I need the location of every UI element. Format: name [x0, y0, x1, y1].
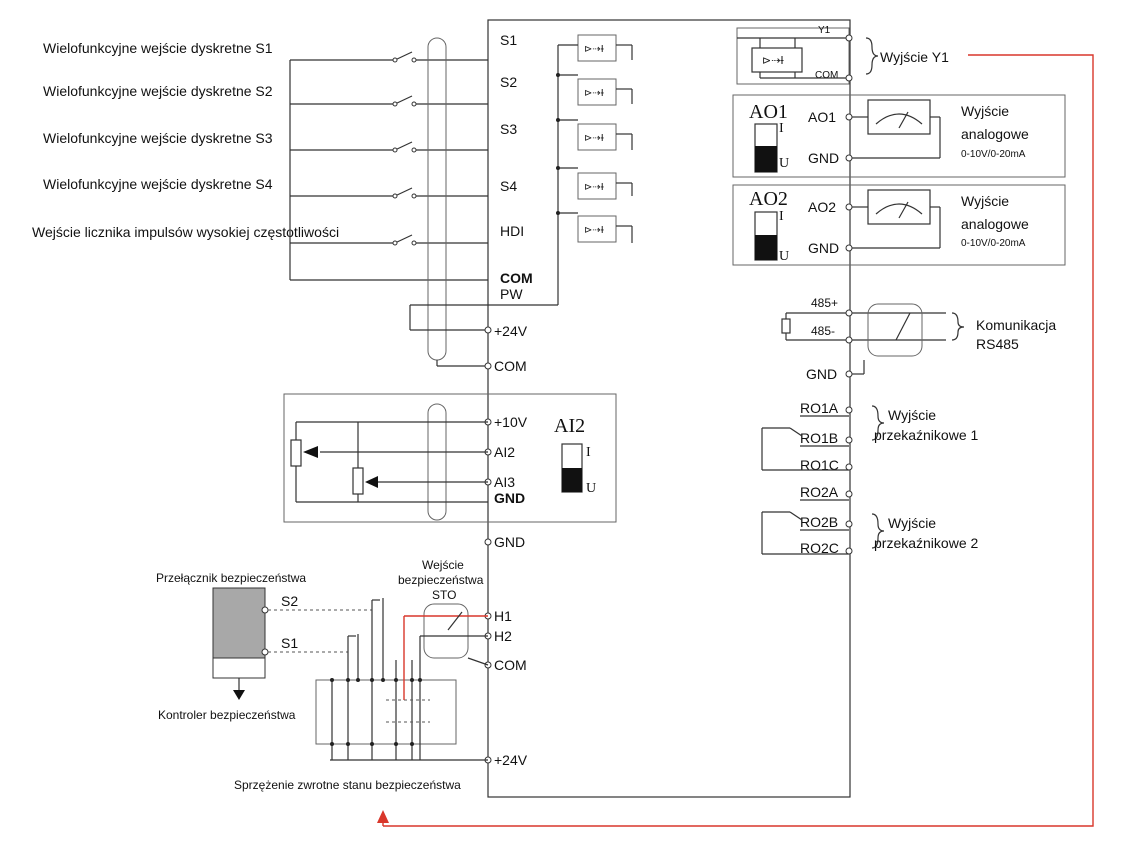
terminal-24v-bottom: +24V [494, 752, 528, 768]
safety-section: Przełącznik bezpieczeństwa S2 S1 Wejście… [156, 558, 489, 826]
safety-s1: S1 [281, 635, 298, 651]
ao2-switch-title: AO2 [749, 188, 788, 210]
ao1-meter [867, 99, 931, 135]
svg-text:⊳⇢Ɨ: ⊳⇢Ɨ [584, 88, 604, 99]
relay2-b: RO2B [800, 514, 838, 530]
rs485-label-line2: RS485 [976, 336, 1019, 352]
relay-output-2: RO2A RO2B RO2C Wyjście przekaźnikowe 2 [761, 484, 978, 556]
ao2-label-line2: analogowe [961, 216, 1029, 232]
relay2-label-line1: Wyjście [888, 515, 936, 531]
ao2-meter [867, 189, 931, 225]
ao2-output: AO2 I U AO2 GND Wyjście analogowe 0-10V/… [732, 184, 1066, 266]
safety-controller-label: Kontroler bezpieczeństwa [158, 708, 296, 722]
terminal-com-bold: COM [500, 270, 533, 286]
terminal-s3: S3 [500, 121, 517, 137]
ai2-switch-u: U [586, 481, 596, 496]
ao1-range: 0-10V/0-20mA [961, 149, 1026, 160]
ao2-terminal: AO2 [808, 199, 836, 215]
ao1-terminal: AO1 [808, 109, 836, 125]
feedback-line [383, 54, 1094, 827]
terminal-24v-top: +24V [494, 323, 528, 339]
svg-text:⊳⇢Ɨ: ⊳⇢Ɨ [584, 44, 604, 55]
shield-cable-top [427, 37, 447, 361]
terminal-gnd-mid: GND [494, 534, 525, 550]
terminal-pw: PW [500, 286, 523, 302]
ai2-switch: AI2 I U [554, 415, 596, 496]
y1-com: COM [815, 70, 838, 81]
terminal-gnd-bold: GND [494, 490, 525, 506]
ao2-switch-u: U [779, 249, 789, 264]
ao1-output: AO1 I U AO1 GND Wyjście analogowe 0-10V/… [732, 94, 1066, 178]
ao2-gnd: GND [808, 240, 839, 256]
safety-switch-label: Przełącznik bezpieczeństwa [156, 571, 306, 585]
sto-label-line3: STO [432, 588, 456, 602]
y1-output: Y1 COM ⊳⇢Ɨ Wyjście Y1 [736, 25, 949, 85]
terminal-s2: S2 [500, 74, 517, 90]
safety-feedback-label: Sprzężenie zwrotne stanu bezpieczeństwa [234, 778, 461, 792]
svg-text:⊳⇢Ɨ: ⊳⇢Ɨ [762, 54, 784, 67]
terminal-10v: +10V [494, 414, 528, 430]
inverter-body [487, 19, 851, 798]
relay-output-1: RO1A RO1B RO1C Wyjście przekaźnikowe 1 [761, 400, 978, 473]
rs485-minus: 485- [811, 324, 835, 338]
ai2-switch-title: AI2 [554, 415, 585, 437]
ao1-switch-u: U [779, 156, 789, 171]
terminal-s4: S4 [500, 178, 517, 194]
ao2-label-line1: Wyjście [961, 193, 1009, 209]
svg-text:⊳⇢Ɨ: ⊳⇢Ɨ [584, 225, 604, 236]
terminal-hdi: HDI [500, 223, 524, 239]
terminal-h2: H2 [494, 628, 512, 644]
sto-label-line2: bezpieczeństwa [398, 573, 484, 587]
safety-controller-box [315, 679, 457, 745]
terminal-com-safety: COM [494, 657, 527, 673]
rs485-gnd: GND [806, 366, 837, 382]
ao2-switch-i: I [779, 209, 784, 224]
terminal-s1: S1 [500, 32, 517, 48]
relay2-c: RO2C [800, 540, 839, 556]
ao1-label-line2: analogowe [961, 126, 1029, 142]
safety-s2: S2 [281, 593, 298, 609]
rs485-comm: 485+ 485- GND Komunikacja RS485 [781, 296, 1056, 382]
shield-cable-analog [427, 403, 447, 521]
terminal-ai3: AI3 [494, 474, 515, 490]
relay1-b: RO1B [800, 430, 838, 446]
relay1-label-line2: przekaźnikowe 1 [874, 427, 978, 443]
ai2-switch-i: I [586, 445, 591, 460]
inverter-terminals-left: S1 S2 S3 S4 HDI COM PW +24V COM +10V AI2… [494, 32, 533, 768]
relay2-label-line2: przekaźnikowe 2 [874, 535, 978, 551]
relay1-a: RO1A [800, 400, 839, 416]
input-s1-desc: Wielofunkcyjne wejście dyskretne S1 [43, 40, 273, 56]
rs485-plus: 485+ [811, 296, 838, 310]
analog-input-box [283, 393, 617, 523]
input-hdi-desc: Wejście licznika impulsów wysokiej częst… [32, 224, 339, 240]
terminal-h1: H1 [494, 608, 512, 624]
safety-switch-body [212, 587, 266, 659]
ao2-range: 0-10V/0-20mA [961, 238, 1026, 249]
svg-text:⊳⇢Ɨ: ⊳⇢Ɨ [584, 133, 604, 144]
rs485-label-line1: Komunikacja [976, 317, 1056, 333]
ao1-switch-i: I [779, 121, 784, 136]
relay1-c: RO1C [800, 457, 839, 473]
y1-label: Wyjście Y1 [880, 49, 949, 65]
digital-inputs: Wielofunkcyjne wejście dyskretne S1 Wiel… [32, 40, 488, 281]
terminal-ai2: AI2 [494, 444, 515, 460]
sto-label-line1: Wejście [422, 558, 464, 572]
input-s4-desc: Wielofunkcyjne wejście dyskretne S4 [43, 176, 273, 192]
input-s2-desc: Wielofunkcyjne wejście dyskretne S2 [43, 83, 273, 99]
terminal-com-top: COM [494, 358, 527, 374]
y1-terminal: Y1 [818, 25, 831, 36]
svg-text:⊳⇢Ɨ: ⊳⇢Ɨ [584, 182, 604, 193]
ao1-switch-title: AO1 [749, 101, 788, 123]
ao1-label-line1: Wyjście [961, 103, 1009, 119]
input-s3-desc: Wielofunkcyjne wejście dyskretne S3 [43, 130, 273, 146]
optocoupler-blocks: ⊳⇢Ɨ ⊳⇢Ɨ ⊳⇢Ɨ ⊳⇢Ɨ ⊳⇢Ɨ [556, 34, 633, 305]
relay1-label-line1: Wyjście [888, 407, 936, 423]
relay2-a: RO2A [800, 484, 839, 500]
ao1-gnd: GND [808, 150, 839, 166]
